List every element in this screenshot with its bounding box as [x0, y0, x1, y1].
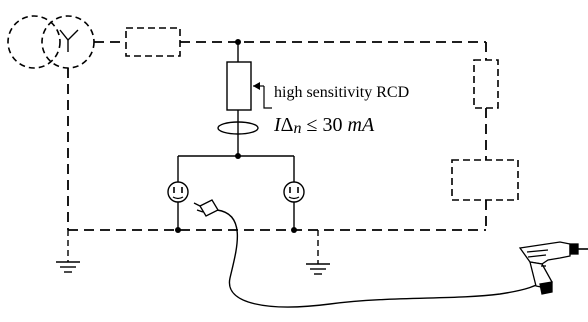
transformer-winding-marks [59, 29, 79, 52]
rcd-label: high sensitivity RCD [274, 84, 409, 101]
socket-outlet-icon [283, 181, 305, 203]
right-branch-resistor [473, 59, 499, 109]
rcd-symbol-icon [226, 61, 264, 111]
ground-symbol-icon [56, 230, 80, 273]
current-transformer-ring-icon [217, 121, 259, 135]
socket-outlet-icon [167, 181, 189, 203]
rcd-label-leader [263, 86, 272, 109]
rcd-rated-current-formula: IΔn ≤ 30 mA [273, 114, 375, 137]
socket-distribution-bus [177, 155, 295, 230]
ground-symbol-icon [306, 230, 330, 275]
transformer-symbol-icon [7, 15, 95, 69]
electric-drill-icon [518, 241, 588, 295]
right-branch-load-box [451, 159, 519, 201]
supply-impedance-box [125, 27, 181, 57]
plug-icon [193, 199, 219, 217]
appliance-cable [216, 209, 546, 308]
